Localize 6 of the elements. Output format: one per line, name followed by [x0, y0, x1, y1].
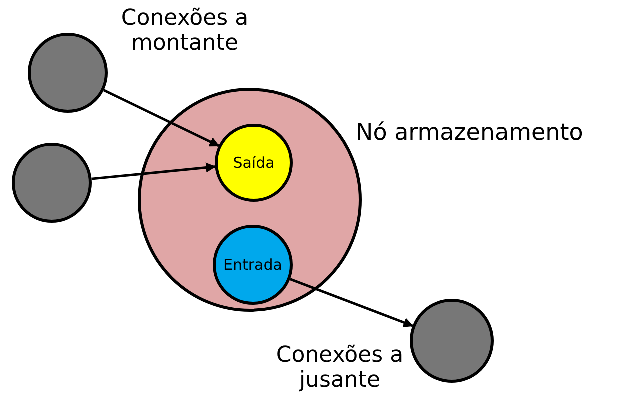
group-label: Conexões a jusante	[275, 343, 405, 393]
arrow	[92, 162, 216, 180]
arrow	[290, 278, 414, 328]
node-caption: Nó armazenamento	[356, 119, 584, 148]
group-label: Conexões a montante	[120, 6, 250, 56]
arrow	[103, 89, 220, 148]
